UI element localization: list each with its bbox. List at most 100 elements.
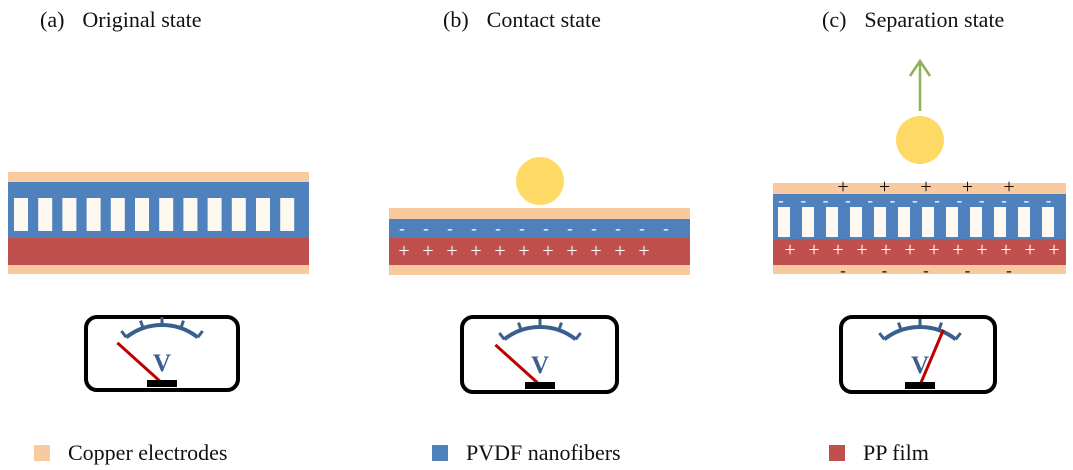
positive-charge: +	[446, 240, 457, 262]
copper-electrode-bottom-b	[389, 265, 690, 275]
contact-ball-b	[516, 157, 564, 205]
legend-label-pp: PP film	[863, 440, 929, 465]
panel-a-layers	[8, 172, 309, 274]
meter-tick	[954, 332, 962, 341]
negative-charge: -	[912, 191, 918, 210]
legend-label-copper: Copper electrodes	[68, 440, 228, 465]
meter-scale-arc	[883, 325, 957, 341]
negative-charge: -	[639, 219, 645, 238]
legend-item-copper: Copper electrodes	[34, 440, 227, 466]
meter-tick	[498, 332, 506, 341]
negative-charge: -	[965, 261, 971, 280]
positive-charges-pp-b: +++++++++++	[398, 240, 649, 262]
fiber-gap	[802, 207, 814, 237]
meter-tick	[120, 330, 128, 339]
negative-charge: -	[423, 219, 429, 238]
fiber-gap	[898, 207, 910, 237]
fiber-gap	[256, 198, 270, 231]
legend-label-pvdf: PVDF nanofibers	[466, 440, 621, 465]
pvdf-layer-b	[389, 219, 690, 238]
positive-charge: +	[1024, 239, 1035, 261]
positive-charge: +	[962, 176, 973, 198]
negative-charge: -	[923, 261, 929, 280]
positive-charge: +	[928, 239, 939, 261]
meter-tick	[557, 322, 563, 331]
negative-charge: -	[471, 219, 477, 238]
voltmeter-symbol: V	[911, 352, 929, 379]
copper-electrode-bottom-a	[8, 265, 309, 274]
meter-tick	[574, 332, 582, 341]
arrow-head-c	[908, 58, 932, 77]
copper-swatch	[34, 445, 50, 461]
positive-charge: +	[590, 240, 601, 262]
negative-charge: -	[543, 219, 549, 238]
meter-frame	[839, 315, 997, 394]
negative-charge: -	[615, 219, 621, 238]
negative-charge: -	[840, 261, 846, 280]
copper-electrode-top-b	[389, 208, 690, 219]
voltmeter-b: V	[460, 315, 619, 394]
negative-charge: -	[591, 219, 597, 238]
negative-charge: -	[979, 191, 985, 210]
fiber-gap	[62, 198, 77, 231]
positive-charge: +	[614, 240, 625, 262]
meter-tick	[517, 322, 523, 331]
fiber-gap	[850, 207, 862, 237]
panel-label-c: (c)	[822, 7, 847, 32]
positive-charge: +	[638, 240, 649, 262]
copper-electrode-top-c	[773, 183, 1066, 194]
panel-b-layers: ------------ +++++++++++	[389, 157, 690, 275]
fiber-gap	[86, 198, 101, 231]
meter-tick	[878, 332, 886, 341]
voltmeter-symbol: V	[153, 350, 171, 377]
fiber-gap	[1042, 207, 1054, 237]
caption-b: (b)Contact state	[443, 7, 601, 33]
positive-charge: +	[904, 239, 915, 261]
meter-scale-arc	[503, 325, 577, 341]
positive-charge: +	[879, 176, 890, 198]
fiber-gap	[135, 198, 149, 231]
negative-charge: -	[567, 219, 573, 238]
positive-charge: +	[837, 176, 848, 198]
positive-charge: +	[832, 239, 843, 261]
meter-tick	[897, 322, 903, 331]
pp-film-c	[773, 239, 1066, 265]
fiber-gap	[159, 198, 174, 231]
meter-needle	[918, 329, 945, 386]
negative-charge: -	[1023, 191, 1029, 210]
meter-pivot	[147, 380, 177, 387]
pvdf-layer-c	[773, 194, 1066, 239]
meter-needle	[494, 343, 542, 387]
fiber-gap	[994, 207, 1006, 237]
voltmeter-c: V	[839, 315, 997, 394]
copper-electrode-top-a	[8, 172, 309, 182]
negative-charges-copper-bottom-c: -----	[840, 261, 1012, 280]
positive-charge: +	[494, 240, 505, 262]
negative-charge: -	[882, 261, 888, 280]
fiber-gap	[946, 207, 958, 237]
meter-tick	[139, 320, 145, 329]
positive-charge: +	[566, 240, 577, 262]
positive-charge: +	[808, 239, 819, 261]
pp-film-a	[8, 238, 309, 265]
voltmeter-symbol: V	[531, 352, 549, 379]
negative-charge: -	[447, 219, 453, 238]
legend-item-pp: PP film	[829, 440, 929, 466]
negative-charge: -	[399, 219, 405, 238]
meter-tick	[937, 322, 943, 331]
fiber-gap	[826, 207, 838, 237]
positive-charge: +	[952, 239, 963, 261]
panel-label-a: (a)	[40, 7, 65, 32]
positive-charge: +	[422, 240, 433, 262]
voltmeter-a: V	[84, 315, 240, 392]
fiber-gap	[922, 207, 934, 237]
fiber-gap	[38, 198, 53, 231]
negative-charge: -	[957, 191, 963, 210]
caption-a: (a)Original state	[40, 7, 202, 33]
fiber-gap	[231, 198, 246, 231]
fiber-gap	[280, 198, 295, 231]
fiber-gap	[14, 198, 28, 231]
negative-charge: -	[823, 191, 829, 210]
